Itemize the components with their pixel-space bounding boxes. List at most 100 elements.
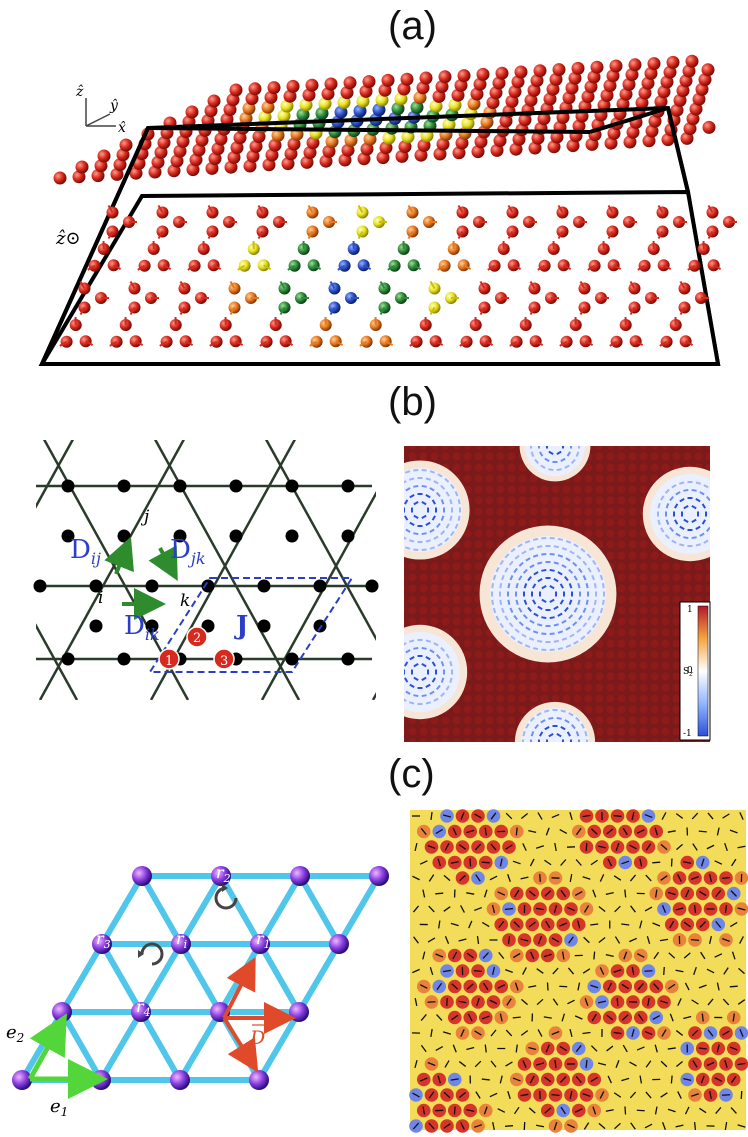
skyrmion-spin [396, 693, 400, 697]
skyrmion-spin [553, 578, 559, 583]
top-sheet-spin [211, 142, 225, 156]
spin-arrow [693, 1121, 697, 1131]
skyrmion-spin [565, 557, 571, 562]
spin-arrow [714, 1077, 723, 1082]
skyrmion-spin [454, 523, 459, 529]
spin-arrow [451, 1014, 459, 1021]
spin-arrow [481, 1078, 490, 1081]
spin-arrow [616, 997, 619, 1007]
skyrmion-spin [523, 583, 528, 589]
top-sheet-spin [533, 64, 547, 78]
spin-arrow [698, 984, 707, 989]
skyrmion-spin [527, 576, 532, 582]
top-sheet-spin [239, 111, 253, 125]
skyrmion-spin [391, 524, 394, 528]
spin-arrow [452, 1044, 457, 1053]
kagome-site [341, 652, 355, 666]
tri-node [132, 866, 152, 886]
top-sheet-spin [338, 153, 352, 167]
spin-arrow [737, 845, 746, 849]
bottom-sheet-spin-arrow [107, 205, 114, 213]
spin-arrow [412, 875, 420, 881]
skyrmion-spin [524, 644, 531, 648]
bottom-sheet-spin-arrow [657, 205, 664, 213]
spin-arrow [560, 889, 567, 898]
top-sheet-spin [571, 61, 585, 75]
skyrmion-spin [491, 583, 494, 589]
spin-arrow [545, 1044, 550, 1053]
top-sheet-spin [683, 122, 697, 136]
skyrmion-spin [529, 619, 535, 624]
skyrmion-spin [591, 574, 595, 581]
top-sheet-spin [205, 161, 219, 175]
skyrmion-spin [529, 716, 535, 722]
spin-arrow [698, 830, 707, 833]
skyrmion-spin [540, 464, 546, 469]
spin-arrow [444, 1060, 450, 1068]
spin-arrow [427, 1061, 436, 1067]
skyrmion-spin [445, 491, 450, 497]
top-sheet-spin [436, 137, 450, 151]
skyrmion-spin [569, 550, 575, 555]
kagome-site [313, 579, 327, 593]
spin-arrow [605, 953, 614, 958]
top-sheet-spin [461, 116, 475, 130]
top-sheet-spin [258, 110, 272, 124]
bottom-sheet-spin-arrow [229, 281, 236, 289]
kagome-site [61, 479, 75, 493]
spin-arrow [515, 1044, 518, 1053]
top-sheet-spin [303, 146, 317, 160]
spin-arrow [599, 967, 605, 975]
top-sheet-spin [53, 171, 67, 185]
skyrmion-spin [509, 607, 514, 613]
skyrmion-spin [397, 661, 399, 666]
skyrmion-spin [544, 726, 550, 731]
top-sheet-spin [438, 70, 452, 84]
top-sheet-spin [416, 81, 430, 95]
skyrmion-spin [585, 599, 589, 605]
skyrmion-spin [400, 524, 403, 528]
skyrmion-spin [537, 623, 543, 627]
kagome-site [313, 619, 327, 633]
spin-arrow [460, 1029, 465, 1037]
spin-texture-map [409, 809, 748, 1133]
bottom-sheet-spin-arrow [637, 264, 646, 271]
skyrmion-spin [444, 537, 450, 543]
bottom-sheet-spin-arrow [235, 340, 244, 346]
top-sheet-spin [568, 71, 582, 85]
spin-arrow [567, 906, 575, 912]
top-sheet-spin [157, 136, 171, 150]
tri-node [92, 934, 112, 954]
spin-arrow [630, 905, 636, 913]
spin-arrow [435, 953, 444, 958]
top-sheet-spin [167, 164, 181, 178]
skyrmion-spin [388, 678, 389, 683]
skyrmion-spin [492, 574, 497, 581]
spin-arrow [653, 951, 660, 960]
top-sheet-spin [701, 63, 715, 77]
bottom-sheet-spin-arrow [79, 307, 86, 315]
skyrmion-spin [537, 605, 543, 610]
tri-bond [257, 941, 302, 1015]
spin-arrow [504, 1125, 514, 1127]
top-sheet-spin [262, 158, 276, 172]
skyrmion-spin [560, 709, 566, 713]
spin-arrow [707, 1029, 714, 1037]
top-sheet-spin [626, 125, 640, 139]
spin-arrow [474, 906, 482, 912]
top-sheet-spin [321, 87, 335, 101]
skyrmion-spin [396, 531, 400, 535]
spin-arrow [660, 875, 668, 881]
skyrmion-spin [548, 450, 554, 456]
spin-arrow [437, 1075, 441, 1084]
skyrmion-spin [421, 548, 427, 552]
top-sheet-spin [302, 88, 316, 102]
skyrmion-spin [576, 763, 580, 767]
spin-arrow [412, 1122, 420, 1130]
spin-arrow [722, 998, 730, 1006]
skyrmion-spin [706, 496, 710, 502]
spin-arrow [458, 938, 467, 942]
spin-arrow [559, 985, 568, 988]
bottom-sheet-spin-arrow [713, 264, 722, 270]
skyrmion-spin [545, 755, 549, 758]
